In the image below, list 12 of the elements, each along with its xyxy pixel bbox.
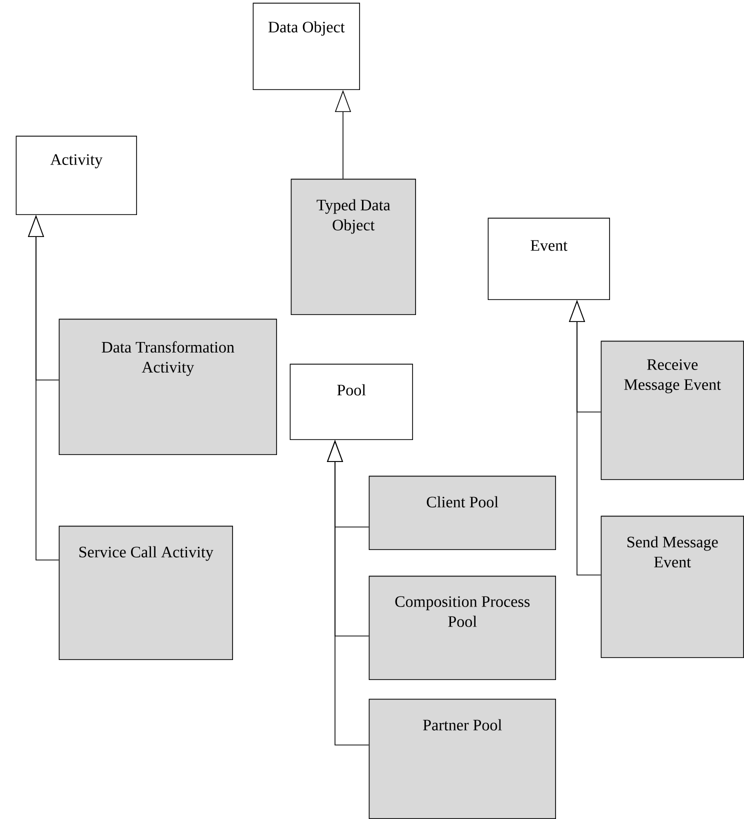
subclass-box: Service Call Activity — [58, 526, 233, 660]
subclass-box: Receive Message Event — [600, 340, 744, 480]
subclass-box: Client Pool — [368, 476, 556, 550]
subclass-box: Send Message Event — [600, 516, 744, 658]
class-box: Event — [488, 218, 610, 300]
class-box: Activity — [16, 136, 137, 215]
subclass-box: Typed Data Object — [290, 178, 416, 315]
class-box: Data Object — [252, 2, 360, 90]
subclass-box: Partner Pool — [368, 698, 556, 819]
class-box: Pool — [290, 364, 413, 440]
subclass-box: Data Transformation Activity — [58, 318, 277, 455]
subclass-box: Composition Process Pool — [368, 576, 556, 680]
